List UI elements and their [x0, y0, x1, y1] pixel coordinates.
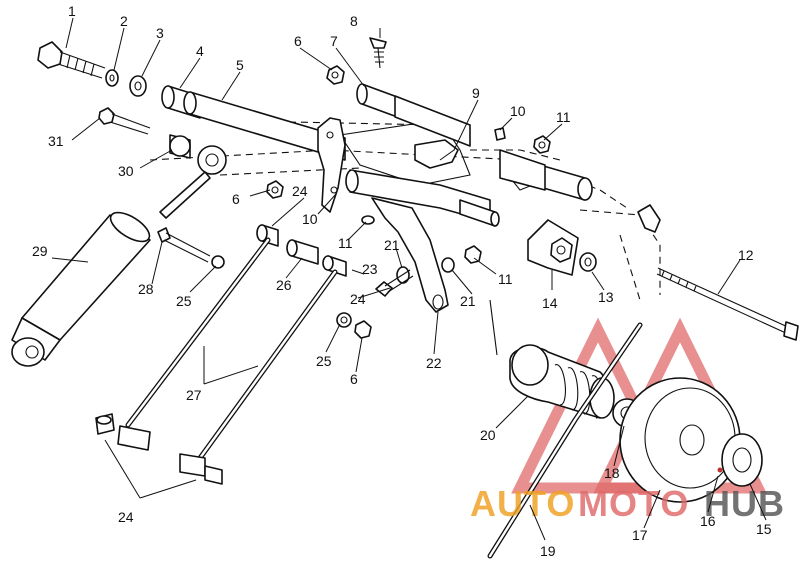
shock-eye-top [197, 145, 227, 175]
watermark-moto: MOTO [578, 483, 689, 524]
callout-25-left: 25 [176, 293, 192, 309]
nut-6-center [266, 180, 284, 199]
callout-18: 18 [604, 465, 620, 481]
callout-8: 8 [350, 13, 358, 29]
callout-24-mid: 24 [350, 291, 366, 307]
clip-9 [414, 139, 459, 169]
callout-11-right: 11 [498, 271, 513, 287]
callout-24-upper: 24 [292, 183, 308, 199]
torsion-spring-assembly [487, 299, 763, 559]
callout-30: 30 [118, 163, 134, 179]
washer-11-center [361, 215, 375, 225]
crossbar [345, 149, 593, 227]
callout-20: 20 [480, 427, 496, 443]
bolt-23-head [375, 281, 393, 297]
leader-lines [51, 17, 767, 541]
watermark-hub: HUB [704, 483, 785, 524]
callout-23: 23 [362, 261, 378, 277]
callout-28: 28 [138, 281, 154, 297]
callout-15: 15 [756, 521, 772, 537]
callout-4: 4 [196, 43, 204, 59]
washer-21-right [441, 257, 455, 273]
shock-top-mount [98, 107, 227, 175]
callout-26: 26 [276, 277, 292, 293]
callout-10-center: 10 [302, 211, 318, 227]
callout-9: 9 [472, 85, 480, 101]
callout-19: 19 [540, 543, 556, 559]
callout-22: 22 [426, 355, 442, 371]
linkage-27 [95, 224, 347, 485]
callout-11-top: 11 [556, 109, 571, 125]
nut-6-top [326, 65, 345, 85]
cap-15 [721, 433, 763, 487]
pin-16 [717, 467, 723, 473]
shock-absorber-29 [11, 171, 211, 367]
bracket-arm-22 [371, 197, 449, 313]
bolt-1-head [37, 41, 63, 69]
callout-17: 17 [632, 527, 648, 543]
callout-25-center: 25 [316, 353, 332, 369]
bushing-24-low-c [179, 453, 206, 477]
watermark-text: AUTO MOTO HUB [470, 483, 785, 524]
callout-10-top: 10 [510, 103, 526, 119]
center-bracket [317, 117, 459, 313]
right-bracket [637, 204, 661, 233]
callout-11-center: 11 [338, 235, 353, 251]
washer-13 [579, 252, 597, 272]
callout-16: 16 [700, 513, 716, 529]
upper-tube-assembly [326, 37, 471, 147]
nut-6-lower [354, 320, 372, 339]
callout-31: 31 [48, 133, 64, 149]
screw-8 [369, 37, 387, 49]
nut-11-top [533, 135, 551, 154]
washer-25-center [336, 312, 352, 328]
nut-25-left [211, 255, 225, 269]
upper-bolt-assembly [37, 41, 346, 161]
callout-numbers: 1 2 3 4 5 6 7 8 9 10 11 31 30 6 24 10 11… [32, 3, 772, 559]
bolt-28-assembly [157, 227, 225, 269]
callout-3: 3 [156, 25, 164, 41]
callout-2: 2 [120, 13, 128, 29]
callout-29: 29 [32, 243, 48, 259]
callout-6-lower: 6 [350, 371, 358, 387]
washer-2 [105, 69, 119, 87]
shock-eye-bottom [11, 337, 45, 367]
callout-24-lower: 24 [118, 509, 134, 525]
long-bolt-12 [637, 204, 799, 341]
watermark-auto: AUTO [470, 483, 575, 524]
small-hardware [361, 127, 551, 297]
bracket-left-plate [317, 117, 346, 213]
washer-3 [129, 75, 147, 97]
bushing-24-low-b [117, 425, 151, 451]
nut-11-right [464, 245, 482, 264]
plate-nut [550, 237, 573, 263]
bolt-31-head [98, 107, 115, 125]
callout-6-center: 6 [232, 191, 240, 207]
callout-12: 12 [738, 247, 754, 263]
bolt-28-head [157, 227, 171, 243]
callout-14: 14 [542, 295, 558, 311]
pin-10-top [494, 127, 506, 141]
callout-5: 5 [236, 57, 244, 73]
callout-6-top: 6 [294, 33, 302, 49]
callout-27: 27 [186, 387, 202, 403]
callout-1: 1 [68, 3, 76, 19]
callout-21-left: 21 [384, 237, 400, 253]
callout-7: 7 [330, 33, 338, 49]
plate-assembly [527, 219, 597, 276]
callout-13: 13 [598, 289, 614, 305]
callout-21-right: 21 [460, 293, 476, 309]
